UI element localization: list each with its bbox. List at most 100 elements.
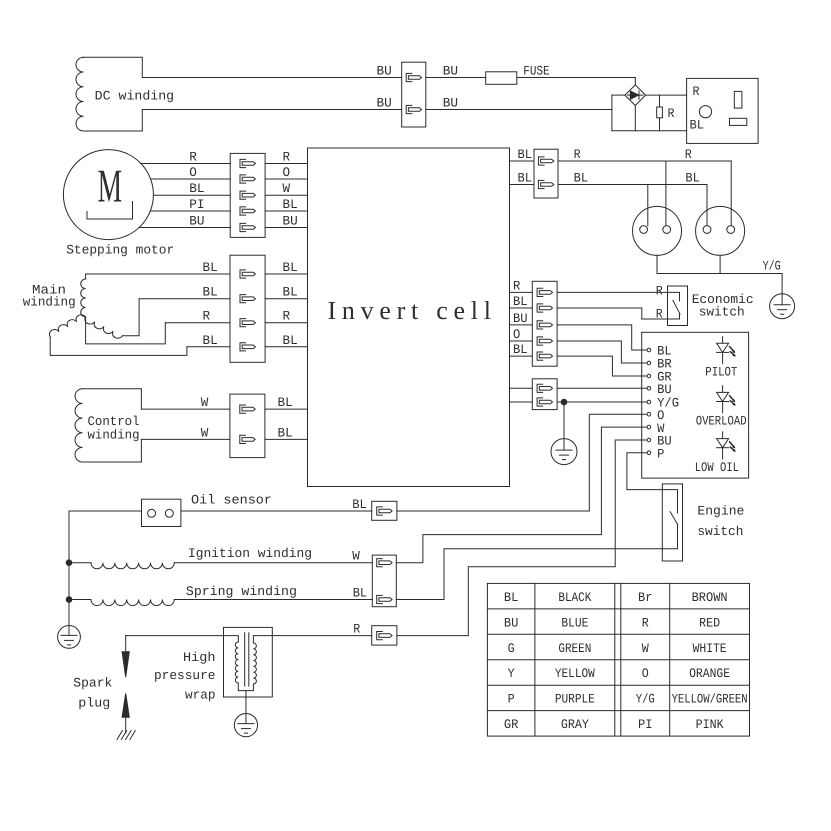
svg-text:winding: winding (88, 428, 140, 443)
svg-text:switch: switch (697, 524, 743, 539)
svg-text:PILOT: PILOT (705, 365, 737, 380)
svg-text:winding: winding (23, 295, 76, 310)
svg-text:G: G (508, 641, 515, 656)
svg-text:W: W (352, 549, 360, 564)
svg-text:BU: BU (377, 96, 392, 111)
svg-text:BROWN: BROWN (692, 590, 728, 605)
svg-text:PI: PI (189, 197, 204, 212)
svg-text:R: R (656, 307, 663, 322)
svg-text:Br: Br (638, 590, 653, 605)
svg-text:BL: BL (278, 425, 293, 440)
svg-text:P: P (508, 692, 515, 707)
svg-text:O: O (657, 408, 664, 423)
svg-text:R: R (513, 278, 520, 293)
svg-text:O: O (283, 165, 291, 180)
svg-text:PINK: PINK (696, 717, 724, 732)
svg-text:R: R (668, 106, 675, 121)
svg-text:RED: RED (699, 615, 720, 630)
svg-text:O: O (513, 327, 520, 342)
svg-text:R: R (283, 150, 291, 165)
svg-text:pressure: pressure (154, 668, 216, 683)
svg-text:BL: BL (685, 171, 700, 186)
svg-text:BU: BU (189, 214, 204, 229)
svg-text:BL: BL (353, 586, 368, 601)
svg-text:R: R (685, 147, 692, 162)
svg-text:P: P (657, 446, 664, 461)
svg-text:Stepping motor: Stepping motor (66, 243, 174, 258)
svg-text:DC winding: DC winding (95, 89, 174, 104)
svg-text:BU: BU (657, 382, 672, 397)
svg-text:Oil sensor: Oil sensor (191, 493, 272, 508)
svg-text:R: R (283, 309, 291, 324)
svg-text:BL: BL (283, 260, 298, 275)
svg-text:BL: BL (203, 285, 218, 300)
svg-text:switch: switch (699, 305, 745, 320)
svg-text:GR: GR (657, 370, 672, 385)
svg-text:Main: Main (32, 283, 66, 298)
svg-text:GREEN: GREEN (558, 641, 591, 656)
svg-text:R: R (189, 150, 197, 165)
svg-text:BLACK: BLACK (558, 590, 591, 605)
svg-text:Y/G: Y/G (763, 258, 781, 273)
svg-text:BL: BL (513, 342, 528, 357)
svg-text:W: W (657, 421, 664, 436)
svg-text:BU: BU (504, 615, 519, 630)
svg-text:BU: BU (513, 311, 528, 326)
svg-text:Y/G: Y/G (636, 692, 655, 707)
svg-text:BL: BL (504, 590, 519, 605)
svg-text:BL: BL (518, 147, 533, 162)
svg-text:Control: Control (88, 414, 140, 429)
svg-text:GRAY: GRAY (561, 717, 589, 732)
svg-text:Ignition winding: Ignition winding (188, 546, 312, 561)
svg-text:OVERLOAD: OVERLOAD (696, 414, 747, 429)
svg-text:R: R (353, 622, 360, 637)
svg-text:PURPLE: PURPLE (555, 692, 595, 707)
svg-text:BL: BL (283, 285, 298, 300)
svg-text:BL: BL (283, 197, 298, 212)
svg-text:W: W (283, 181, 291, 196)
svg-text:Y: Y (508, 666, 515, 681)
svg-text:R: R (642, 615, 649, 630)
svg-text:BU: BU (443, 96, 458, 111)
svg-text:BU: BU (283, 214, 298, 229)
svg-text:wrap: wrap (185, 688, 216, 703)
svg-text:ORANGE: ORANGE (689, 666, 730, 681)
svg-text:FUSE: FUSE (523, 63, 549, 78)
svg-text:BL: BL (203, 260, 218, 275)
svg-text:Y/G: Y/G (657, 396, 679, 411)
svg-text:BU: BU (443, 64, 458, 79)
svg-text:Spark: Spark (73, 676, 112, 691)
svg-text:M: M (98, 161, 122, 213)
svg-text:W: W (201, 425, 209, 440)
svg-text:R: R (693, 84, 700, 99)
svg-text:Engine: Engine (697, 504, 744, 519)
svg-text:O: O (642, 666, 649, 681)
svg-text:BL: BL (513, 294, 528, 309)
svg-text:High: High (183, 650, 216, 665)
svg-text:YELLOW: YELLOW (555, 666, 595, 681)
svg-text:BL: BL (574, 171, 589, 186)
svg-text:plug: plug (78, 696, 110, 711)
svg-text:BL: BL (189, 181, 204, 196)
svg-text:WHITE: WHITE (693, 641, 727, 656)
svg-text:BL: BL (657, 344, 672, 359)
svg-text:YELLOW/GREEN: YELLOW/GREEN (672, 692, 748, 707)
svg-text:BL: BL (278, 395, 293, 410)
svg-text:GR: GR (504, 717, 519, 732)
svg-text:R: R (656, 283, 663, 298)
svg-text:BL: BL (690, 118, 705, 133)
svg-text:Economic: Economic (692, 292, 754, 307)
svg-text:LOW OIL: LOW OIL (695, 460, 739, 475)
svg-text:R: R (574, 147, 581, 162)
svg-text:BL: BL (203, 333, 218, 348)
svg-text:Spring winding: Spring winding (186, 584, 297, 599)
svg-text:BL: BL (518, 171, 533, 186)
svg-text:W: W (642, 641, 649, 656)
svg-text:BU: BU (657, 434, 672, 449)
svg-text:R: R (203, 309, 211, 324)
svg-text:BL: BL (352, 497, 367, 512)
svg-text:BR: BR (657, 357, 672, 372)
svg-text:BL: BL (283, 333, 298, 348)
svg-text:O: O (189, 165, 197, 180)
svg-text:BLUE: BLUE (561, 615, 588, 630)
